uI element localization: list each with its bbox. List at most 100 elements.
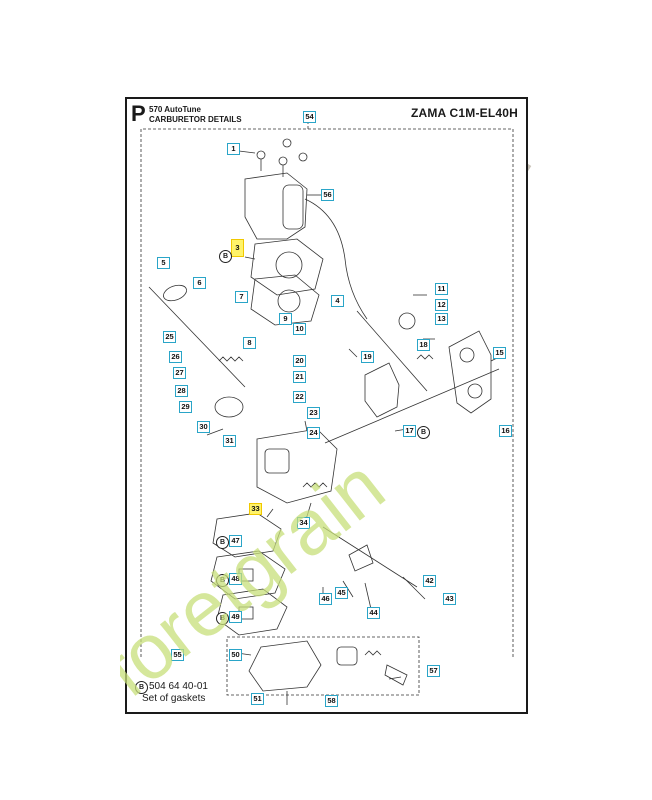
- gasket-part: [250, 274, 320, 326]
- callout-5[interactable]: 5: [157, 257, 170, 269]
- gasket-part: [210, 550, 286, 600]
- callout-3[interactable]: 3: [231, 239, 244, 257]
- flange-gasket: [364, 362, 400, 418]
- callout-15[interactable]: 15: [493, 347, 506, 359]
- spring-part: [416, 354, 434, 360]
- callout-24[interactable]: 24: [307, 427, 320, 439]
- callout-25[interactable]: 25: [163, 331, 176, 343]
- callout-7[interactable]: 7: [235, 291, 248, 303]
- filter-part: [336, 646, 358, 666]
- callout-19[interactable]: 19: [361, 351, 374, 363]
- callout-48[interactable]: 48: [229, 573, 242, 585]
- leader-line: [266, 508, 274, 518]
- callout-54[interactable]: 54: [303, 111, 316, 123]
- leader-line: [140, 121, 309, 659]
- callout-33[interactable]: 33: [249, 503, 262, 515]
- watermark-brand: foretgrain: [120, 441, 400, 713]
- callout-18[interactable]: 18: [417, 339, 430, 351]
- gasket-set-label: Set of gaskets: [142, 693, 206, 704]
- callout-26[interactable]: 26: [169, 351, 182, 363]
- callout-17[interactable]: 17: [403, 425, 416, 437]
- callout-22[interactable]: 22: [293, 391, 306, 403]
- spring-part: [364, 650, 382, 656]
- callout-13[interactable]: 13: [435, 313, 448, 325]
- section-letter: P: [131, 101, 146, 126]
- flange-hole: [459, 347, 475, 363]
- callout-8[interactable]: 8: [243, 337, 256, 349]
- spring-part: [218, 356, 244, 362]
- screw-shaft: [402, 576, 426, 600]
- diaphragm-disc: [275, 251, 303, 279]
- leader-line: [388, 676, 402, 680]
- leader-line: [238, 150, 256, 154]
- gasket-part-number: 504 64 40-01: [149, 681, 208, 692]
- section-subtitle: 570 AutoTune: [149, 105, 202, 114]
- callout-30[interactable]: 30: [197, 421, 210, 433]
- callout-44[interactable]: 44: [367, 607, 380, 619]
- callout-27[interactable]: 27: [173, 367, 186, 379]
- b-marker: B: [216, 536, 229, 549]
- leader-line: [304, 420, 308, 432]
- callout-43[interactable]: 43: [443, 593, 456, 605]
- callout-31[interactable]: 31: [223, 435, 236, 447]
- callout-46[interactable]: 46: [319, 593, 332, 605]
- wire-part: [304, 198, 368, 320]
- callout-58[interactable]: 58: [325, 695, 338, 707]
- leader-line: [244, 256, 256, 260]
- callout-45[interactable]: 45: [335, 587, 348, 599]
- callout-11[interactable]: 11: [435, 283, 448, 295]
- watermark-foret-text: foretgrain: [120, 441, 400, 713]
- callout-16[interactable]: 16: [499, 425, 512, 437]
- cover-boss: [282, 184, 304, 230]
- callout-12[interactable]: 12: [435, 299, 448, 311]
- callout-4[interactable]: 4: [331, 295, 344, 307]
- callout-6[interactable]: 6: [193, 277, 206, 289]
- b-marker: B: [216, 612, 229, 625]
- body-bore: [264, 448, 290, 474]
- leader-line: [342, 580, 354, 598]
- b-marker: B: [219, 250, 232, 263]
- callout-42[interactable]: 42: [423, 575, 436, 587]
- gasket-set-badge: B: [135, 681, 148, 694]
- callout-1[interactable]: 1: [227, 143, 240, 155]
- callout-23[interactable]: 23: [307, 407, 320, 419]
- leader-line: [348, 348, 358, 358]
- screw-part: [278, 156, 288, 166]
- callout-34[interactable]: 34: [297, 517, 310, 529]
- parts-sheet: P 570 AutoTune CARBURETOR DETAILS ZAMA C…: [125, 97, 528, 714]
- long-rod: [324, 368, 500, 444]
- pump-cover-part: [214, 396, 244, 418]
- diaphragm-part: [250, 238, 324, 296]
- screw-part: [256, 150, 266, 160]
- b-marker: B: [417, 426, 430, 439]
- lower-shaft: [322, 526, 418, 588]
- callout-10[interactable]: 10: [293, 323, 306, 335]
- pump-box: [226, 636, 420, 696]
- b-marker: B: [216, 574, 229, 587]
- callout-50[interactable]: 50: [229, 649, 242, 661]
- callout-9[interactable]: 9: [279, 313, 292, 325]
- gasket-hole: [277, 289, 301, 313]
- callout-55[interactable]: 55: [171, 649, 184, 661]
- throttle-plate: [398, 312, 416, 330]
- spring-part: [302, 482, 328, 488]
- leader-line: [364, 582, 372, 610]
- callout-57[interactable]: 57: [427, 665, 440, 677]
- throttle-shaft: [148, 286, 246, 388]
- top-cover-part: [244, 172, 308, 240]
- leader-line: [206, 428, 224, 436]
- callout-49[interactable]: 49: [229, 611, 242, 623]
- callout-29[interactable]: 29: [179, 401, 192, 413]
- section-title: CARBURETOR DETAILS: [149, 115, 242, 124]
- leader-line: [308, 128, 514, 659]
- intake-flange: [448, 330, 492, 414]
- lever-part: [348, 544, 374, 572]
- callout-28[interactable]: 28: [175, 385, 188, 397]
- callout-47[interactable]: 47: [229, 535, 242, 547]
- callout-51[interactable]: 51: [251, 693, 264, 705]
- callout-56[interactable]: 56: [321, 189, 334, 201]
- choke-plate: [163, 284, 187, 302]
- needle-part: [384, 664, 408, 686]
- callout-21[interactable]: 21: [293, 371, 306, 383]
- callout-20[interactable]: 20: [293, 355, 306, 367]
